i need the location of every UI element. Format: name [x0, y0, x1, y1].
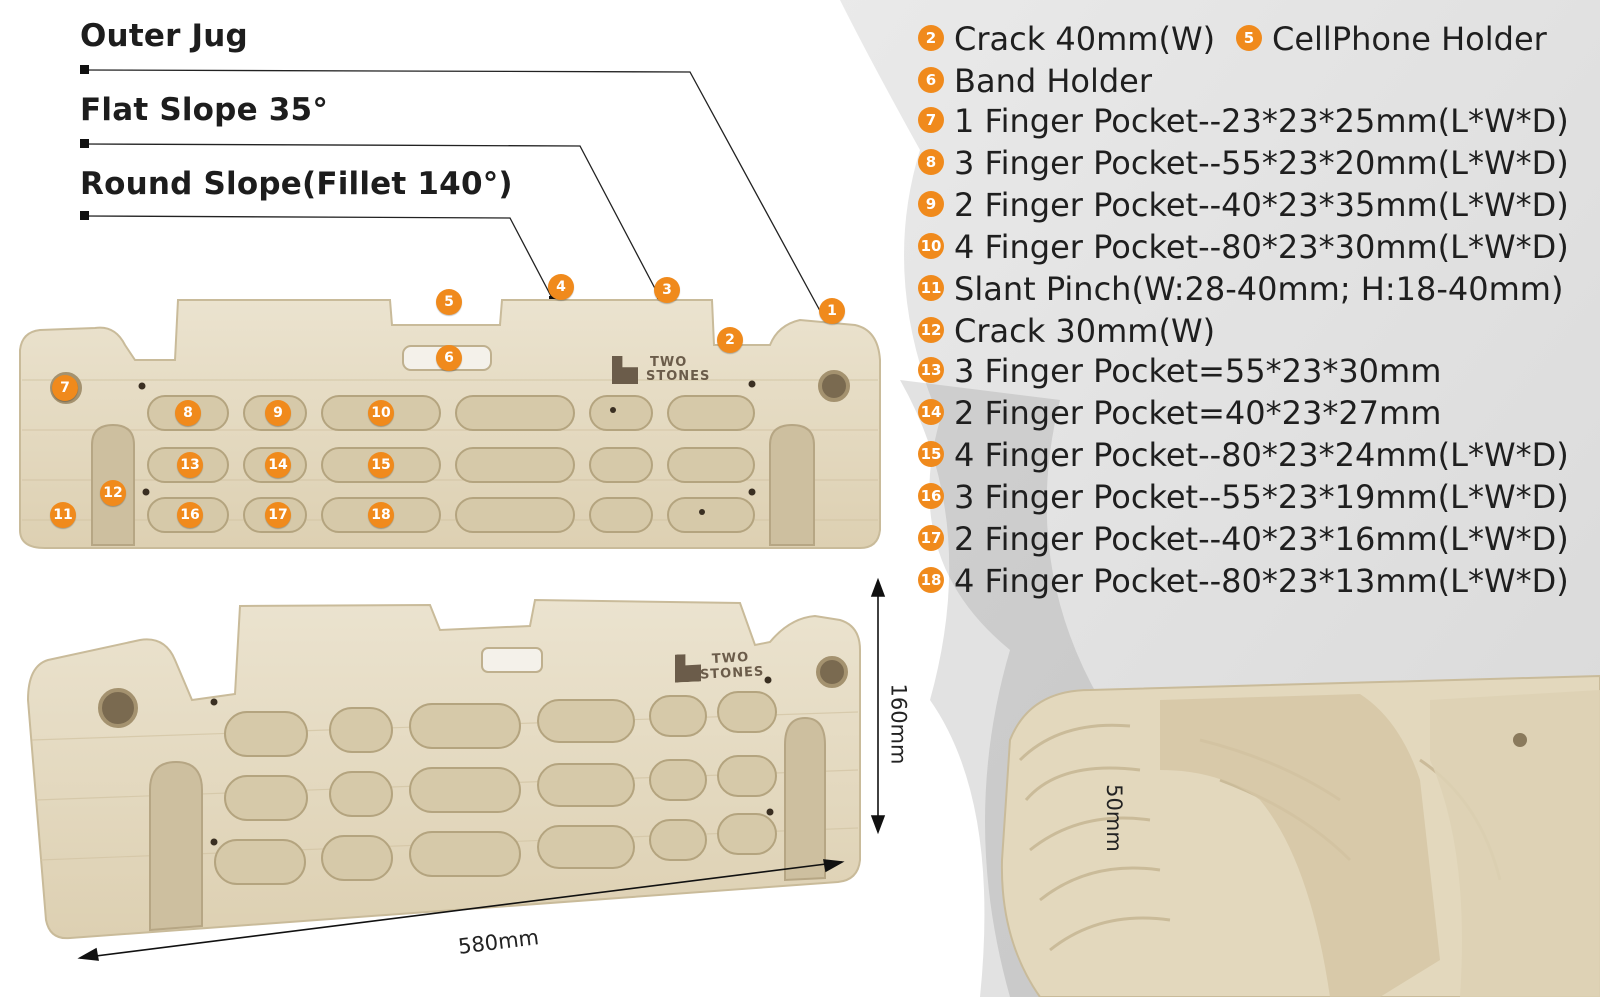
spec-item-16: 16 3 Finger Pocket--55*23*19mm(L*W*D) — [918, 476, 1569, 518]
badge-17: 17 — [265, 502, 291, 528]
spec-number-badge: 16 — [918, 483, 944, 509]
badge-14: 14 — [265, 452, 291, 478]
spec-number-badge: 13 — [918, 357, 944, 383]
spec-text: 2 Finger Pocket--40*23*16mm(L*W*D) — [954, 520, 1569, 558]
spec-text: Crack 30mm(W) — [954, 312, 1216, 350]
dimension-height: 160mm — [886, 683, 911, 765]
spec-number-badge: 9 — [918, 191, 944, 217]
spec-number-badge: 15 — [918, 441, 944, 467]
spec-number-badge: 5 — [1236, 25, 1262, 51]
spec-number-badge: 18 — [918, 567, 944, 593]
badge-16: 16 — [177, 502, 203, 528]
spec-text: 3 Finger Pocket--55*23*20mm(L*W*D) — [954, 144, 1569, 182]
spec-item-5: 5 CellPhone Holder — [1236, 18, 1547, 60]
badge-18: 18 — [368, 502, 394, 528]
badge-13: 13 — [177, 452, 203, 478]
spec-item-6: 6 Band Holder — [918, 60, 1152, 102]
spec-text: 2 Finger Pocket--40*23*35mm(L*W*D) — [954, 186, 1569, 224]
spec-text: 1 Finger Pocket--23*23*25mm(L*W*D) — [954, 102, 1569, 140]
spec-item-2: 2 Crack 40mm(W) — [918, 18, 1215, 60]
spec-text: 4 Finger Pocket--80*23*13mm(L*W*D) — [954, 562, 1569, 600]
badge-1: 1 — [819, 298, 845, 324]
closeup-detail — [1000, 674, 1600, 997]
badge-6: 6 — [436, 345, 462, 371]
spec-item-17: 17 2 Finger Pocket--40*23*16mm(L*W*D) — [918, 518, 1569, 560]
spec-item-12: 12 Crack 30mm(W) — [918, 310, 1215, 352]
spec-number-badge: 8 — [918, 149, 944, 175]
brand-line-1: TWO — [650, 355, 688, 370]
spec-text: 4 Finger Pocket--80*23*24mm(L*W*D) — [954, 436, 1569, 474]
spec-item-8: 8 3 Finger Pocket--55*23*20mm(L*W*D) — [918, 142, 1569, 184]
badge-3: 3 — [654, 277, 680, 303]
spec-item-11: 11 Slant Pinch(W:28-40mm; H:18-40mm) — [918, 268, 1563, 310]
spec-number-badge: 10 — [918, 233, 944, 259]
spec-number-badge: 7 — [918, 107, 944, 133]
spec-text: 4 Finger Pocket--80*23*30mm(L*W*D) — [954, 228, 1569, 266]
spec-text: Band Holder — [954, 62, 1153, 100]
brand-line-2: STONES — [646, 369, 711, 384]
hangboard-perspective-view — [26, 598, 861, 940]
spec-item-9: 9 2 Finger Pocket--40*23*35mm(L*W*D) — [918, 184, 1569, 226]
spec-item-13: 13 3 Finger Pocket=55*23*30mm — [918, 350, 1441, 392]
badge-11: 11 — [50, 502, 76, 528]
spec-number-badge: 12 — [918, 317, 944, 343]
spec-number-badge: 2 — [918, 25, 944, 51]
badge-8: 8 — [175, 400, 201, 426]
callout-outer-jug: Outer Jug — [80, 18, 248, 54]
spec-item-15: 15 4 Finger Pocket--80*23*24mm(L*W*D) — [918, 434, 1569, 476]
spec-text: Slant Pinch(W:28-40mm; H:18-40mm) — [954, 270, 1564, 308]
leader-lines — [83, 69, 826, 321]
badge-2: 2 — [717, 327, 743, 353]
callout-round-slope: Round Slope(Fillet 140°) — [80, 166, 513, 202]
spec-text: 3 Finger Pocket--55*23*19mm(L*W*D) — [954, 478, 1569, 516]
spec-number-badge: 11 — [918, 275, 944, 301]
spec-item-18: 18 4 Finger Pocket--80*23*13mm(L*W*D) — [918, 560, 1569, 602]
badge-12: 12 — [100, 480, 126, 506]
spec-number-badge: 14 — [918, 399, 944, 425]
spec-text: CellPhone Holder — [1272, 20, 1547, 58]
spec-text: Crack 40mm(W) — [954, 20, 1216, 58]
spec-number-badge: 17 — [918, 525, 944, 551]
badge-7: 7 — [52, 375, 78, 401]
callout-flat-slope: Flat Slope 35° — [80, 92, 329, 128]
spec-text: 3 Finger Pocket=55*23*30mm — [954, 352, 1442, 390]
spec-item-14: 14 2 Finger Pocket=40*23*27mm — [918, 392, 1441, 434]
badge-9: 9 — [265, 400, 291, 426]
spec-item-10: 10 4 Finger Pocket--80*23*30mm(L*W*D) — [918, 226, 1569, 268]
spec-text: 2 Finger Pocket=40*23*27mm — [954, 394, 1442, 432]
badge-5: 5 — [436, 289, 462, 315]
hangboard-front-view — [19, 299, 881, 549]
badge-15: 15 — [368, 452, 394, 478]
spec-item-7: 7 1 Finger Pocket--23*23*25mm(L*W*D) — [918, 100, 1569, 142]
dimension-depth: 50mm — [1101, 784, 1126, 852]
spec-number-badge: 6 — [918, 67, 944, 93]
badge-4: 4 — [548, 274, 574, 300]
badge-10: 10 — [368, 400, 394, 426]
